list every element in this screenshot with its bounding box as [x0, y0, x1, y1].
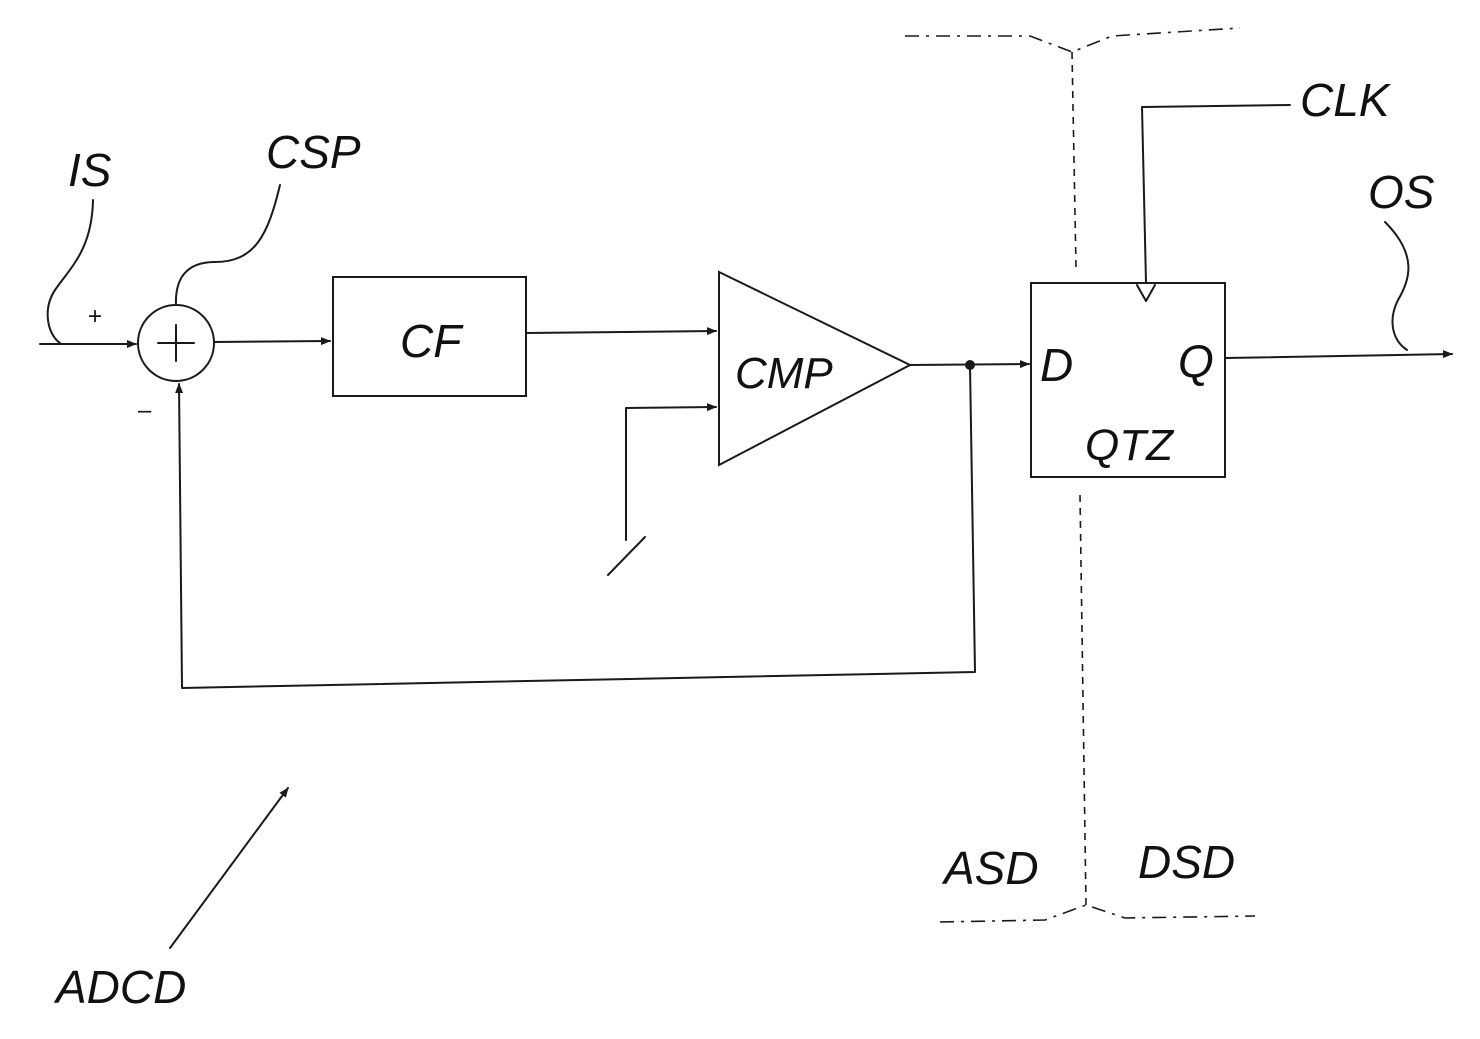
- label-dsd: DSD: [1138, 836, 1235, 888]
- adcd-pointer-arrow: [170, 788, 288, 948]
- output-wire: [1225, 354, 1452, 358]
- label-qtz: QTZ: [1085, 421, 1175, 470]
- label-is: IS: [68, 144, 112, 196]
- csp-leader-line: [176, 185, 280, 305]
- boundary-lower: [1080, 495, 1086, 905]
- is-leader-line: [48, 200, 93, 343]
- label-clk: CLK: [1300, 74, 1392, 126]
- label-cmp: CMP: [735, 349, 833, 398]
- summing-node: [138, 305, 214, 381]
- cf-to-cmp-wire: [526, 331, 716, 333]
- top-brace: [905, 28, 1240, 52]
- bottom-brace: [940, 905, 1255, 922]
- label-cf: CF: [400, 315, 464, 367]
- feedback-wire: [179, 365, 975, 688]
- label-q: Q: [1178, 335, 1214, 387]
- plus-sign: +: [88, 303, 102, 330]
- label-asd: ASD: [941, 842, 1039, 894]
- clk-wire: [1142, 105, 1290, 283]
- label-os: OS: [1368, 166, 1435, 218]
- os-leader-line: [1385, 222, 1408, 350]
- label-adcd: ADCD: [53, 961, 186, 1013]
- boundary-upper: [1072, 52, 1076, 268]
- label-csp: CSP: [266, 126, 361, 178]
- label-d: D: [1040, 339, 1073, 391]
- reference-wire: [626, 407, 716, 540]
- ground-tick: [608, 537, 645, 575]
- minus-sign: –: [138, 397, 152, 424]
- sum-to-cf-wire: [214, 341, 330, 342]
